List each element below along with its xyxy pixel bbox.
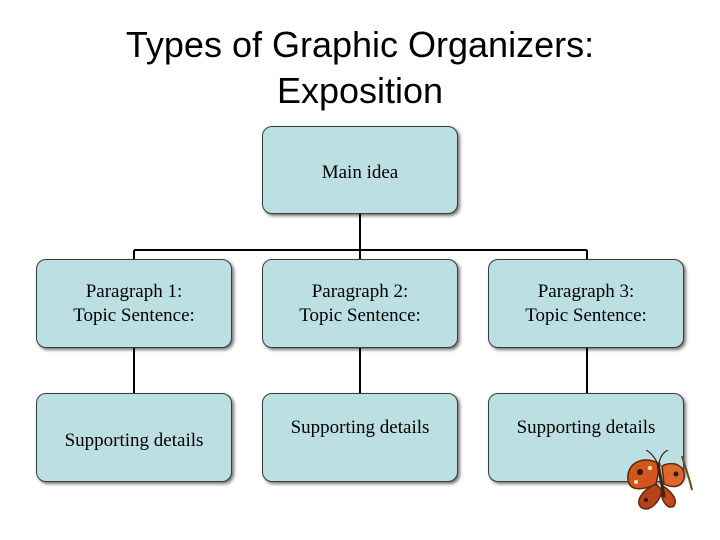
slide-title-line-1: Types of Graphic Organizers: bbox=[125, 24, 595, 65]
supporting-details-3-label: Supporting details bbox=[516, 417, 656, 438]
slide-title-line-2: Exposition bbox=[276, 70, 444, 111]
paragraph-2-heading: Paragraph 2: bbox=[311, 280, 409, 302]
paragraph-3-heading: Paragraph 3: bbox=[537, 280, 635, 302]
main-idea-label: Main idea bbox=[321, 162, 399, 183]
paragraph-3-topic-label: Topic Sentence: bbox=[525, 304, 647, 326]
paragraph-2-box: Paragraph 2: Topic Sentence: bbox=[262, 259, 458, 348]
slide-title: Types of Graphic Organizers: Exposition bbox=[0, 22, 720, 114]
main-idea-box: Main idea bbox=[262, 126, 458, 214]
supporting-details-1-label: Supporting details bbox=[64, 430, 204, 451]
paragraph-1-box: Paragraph 1: Topic Sentence: bbox=[36, 259, 232, 348]
paragraph-2-topic-label: Topic Sentence: bbox=[299, 304, 421, 326]
butterfly-icon bbox=[627, 450, 693, 510]
supporting-details-2-label: Supporting details bbox=[290, 417, 430, 438]
supporting-details-2-box: Supporting details bbox=[262, 393, 458, 482]
paragraph-1-heading: Paragraph 1: bbox=[85, 280, 183, 302]
paragraph-1-topic-label: Topic Sentence: bbox=[73, 304, 195, 326]
supporting-details-1-box: Supporting details bbox=[36, 393, 232, 482]
paragraph-3-box: Paragraph 3: Topic Sentence: bbox=[488, 259, 684, 348]
